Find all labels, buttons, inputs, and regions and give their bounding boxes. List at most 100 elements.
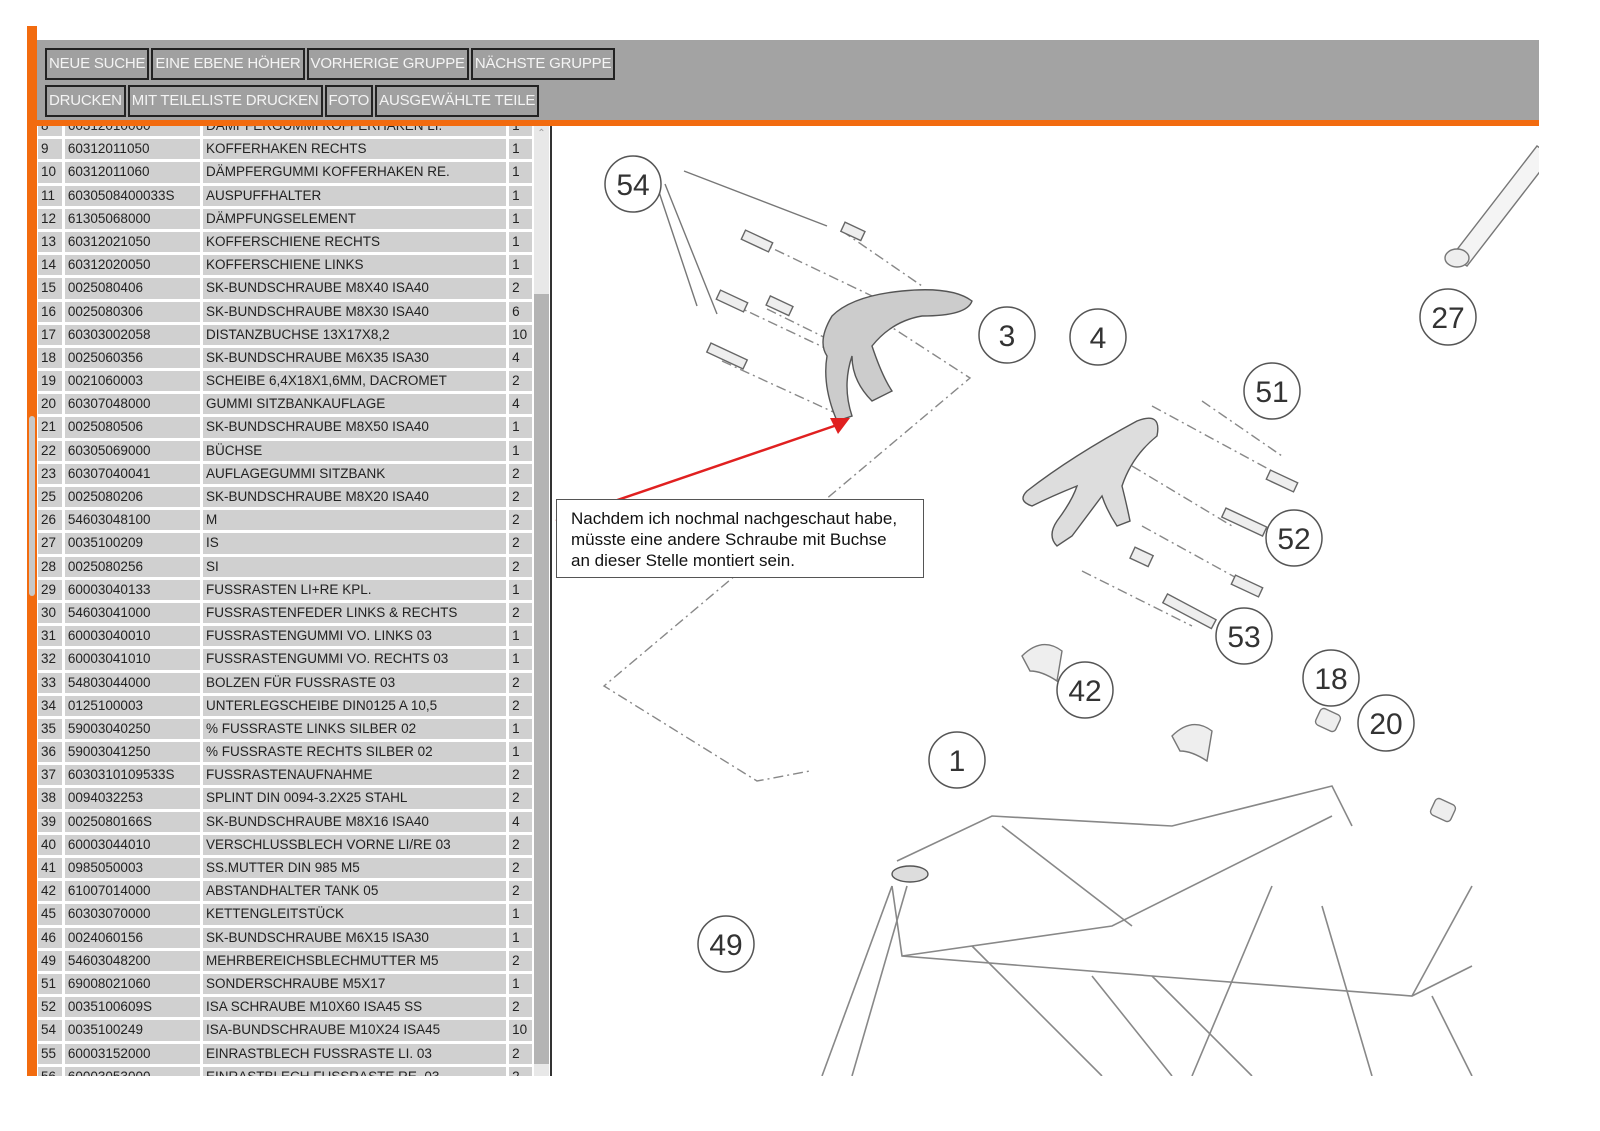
position-label[interactable]: 3: [999, 320, 1016, 353]
parts-list-scrollbar[interactable]: ⌃: [534, 126, 549, 1076]
table-row[interactable]: 860312010060DÄMPFERGUMMI KOFFERHAKEN LI.…: [38, 126, 532, 137]
callout-circle[interactable]: [1243, 362, 1301, 420]
row-position: 20: [38, 394, 62, 415]
position-label[interactable]: 18: [1314, 663, 1347, 696]
selected-parts-button[interactable]: AUSGEWÄHLTE TEILE: [375, 85, 540, 117]
next-group-button[interactable]: NÄCHSTE GRUPPE: [470, 48, 616, 80]
position-label[interactable]: 52: [1277, 523, 1310, 556]
scroll-up-icon[interactable]: ⌃: [537, 128, 546, 139]
bolt: [705, 342, 749, 370]
position-label[interactable]: 54: [616, 169, 649, 202]
position-label[interactable]: 27: [1431, 302, 1464, 335]
position-label[interactable]: 53: [1227, 621, 1260, 654]
row-position: 11: [38, 185, 62, 206]
callout-circle[interactable]: [1265, 509, 1323, 567]
row-position: 15: [38, 278, 62, 299]
callout-circle[interactable]: [1069, 308, 1127, 366]
callout-circle[interactable]: [1056, 661, 1114, 719]
callout-circle[interactable]: [1357, 694, 1415, 752]
new-search-button[interactable]: NEUE SUCHE: [45, 48, 150, 80]
panel-splitter-handle[interactable]: [29, 416, 35, 596]
row-description: KOFFERSCHIENE RECHTS: [203, 231, 507, 253]
row-description: KOFFERSCHIENE LINKS: [203, 255, 507, 276]
row-position: 51: [38, 973, 62, 995]
print-button[interactable]: DRUCKEN: [45, 85, 126, 117]
print-with-parts-list-button[interactable]: MIT TEILELISTE DRUCKEN: [127, 85, 323, 117]
callout-circle[interactable]: [697, 915, 755, 973]
table-row[interactable]: 5660003053000EINRASTBLECH FUSSRASTE RE. …: [38, 1066, 532, 1076]
row-quantity: 2: [509, 278, 532, 299]
position-label[interactable]: 51: [1255, 376, 1288, 409]
position-label[interactable]: 42: [1068, 675, 1101, 708]
row-description: SI: [203, 556, 507, 577]
callout-circle[interactable]: [1419, 288, 1477, 346]
row-quantity: 2: [509, 1043, 532, 1064]
bushing-20: [1429, 797, 1457, 823]
callout-circle[interactable]: [928, 731, 986, 789]
row-position: 42: [38, 881, 62, 902]
callout-circle[interactable]: [604, 155, 662, 213]
position-label[interactable]: 4: [1090, 322, 1107, 355]
row-position: 29: [38, 579, 62, 600]
row-position: 54: [38, 1020, 62, 1041]
row-description: EINRASTBLECH FUSSRASTE LI. 03: [203, 1043, 507, 1064]
callout-circle[interactable]: [1215, 607, 1273, 665]
row-part-number: 60305069000: [64, 440, 201, 461]
parts-list: 860312010060DÄMPFERGUMMI KOFFERHAKEN LI.…: [37, 126, 552, 1076]
row-quantity: 2: [509, 881, 532, 902]
position-label[interactable]: 49: [709, 929, 742, 962]
row-position: 26: [38, 510, 62, 531]
position-label[interactable]: 1: [949, 745, 966, 778]
photo-button[interactable]: FOTO: [324, 85, 374, 117]
row-description: FUSSRASTENAUFNAHME: [203, 765, 507, 786]
position-label[interactable]: 20: [1369, 708, 1402, 741]
scrollbar-thumb[interactable]: [534, 294, 549, 1064]
callout-circle[interactable]: [1302, 649, 1360, 707]
callout-circle[interactable]: [978, 306, 1036, 364]
previous-group-button[interactable]: VORHERIGE GRUPPE: [306, 48, 469, 80]
toolbar: NEUE SUCHE EINE EBENE HÖHER VORHERIGE GR…: [37, 40, 1539, 120]
level-up-button[interactable]: EINE EBENE HÖHER: [151, 48, 305, 80]
bushing-20: [1314, 707, 1342, 733]
